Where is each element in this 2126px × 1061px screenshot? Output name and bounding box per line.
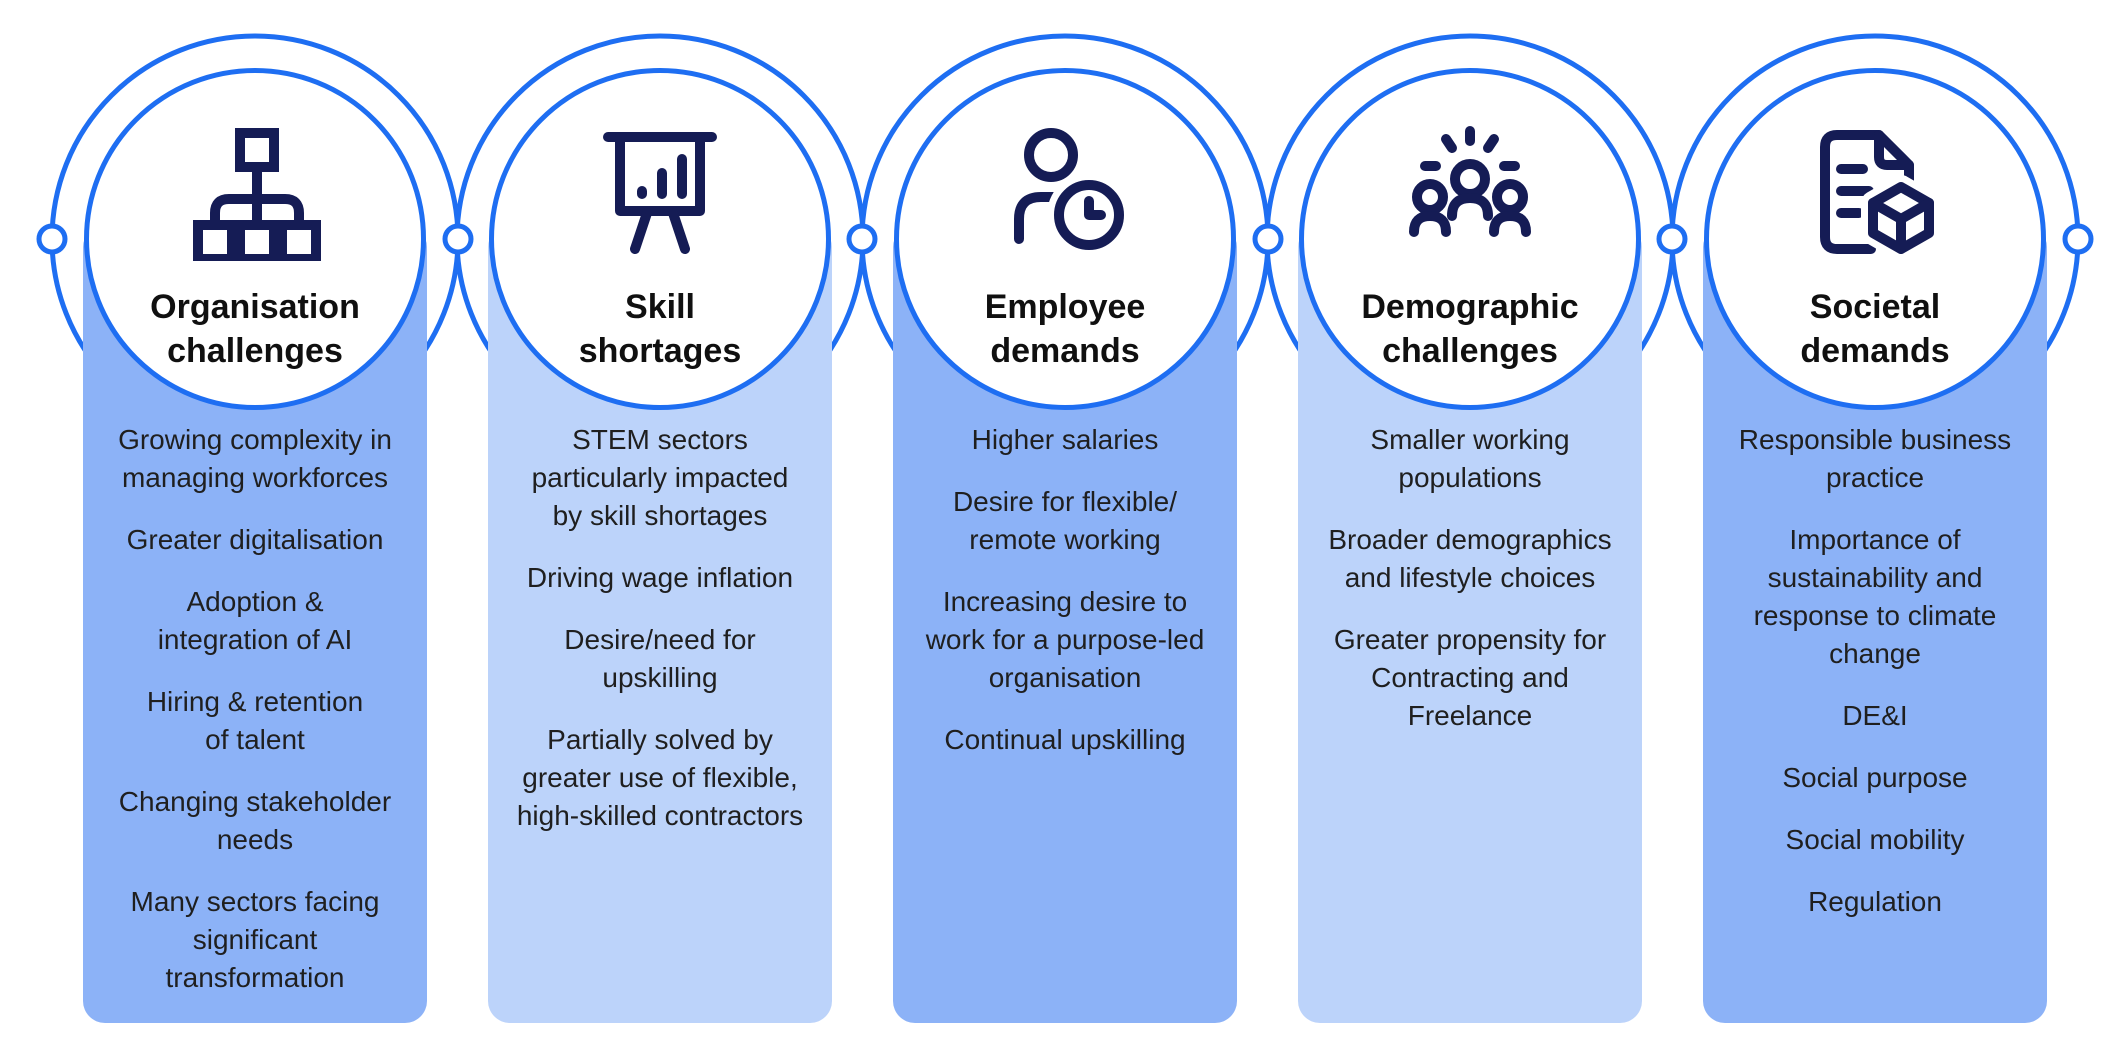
panel-item: DE&I — [1842, 700, 1908, 731]
column-skill-shortages: STEM sectors particularly impacted by sk… — [488, 0, 832, 1061]
panel-item: Driving wage inflation — [526, 562, 794, 593]
title-line: demands — [990, 332, 1140, 370]
panel-item: Higher salaries — [971, 424, 1159, 455]
column-title: Demographic challenges — [1304, 285, 1636, 373]
node-circle — [1656, 223, 1688, 255]
panel-item: Changing stakeholder needs — [118, 786, 392, 855]
node-circle — [1252, 223, 1284, 255]
panel-item: Growing complexity in managing workforce… — [118, 424, 392, 493]
panel-item: Many sectors facing significant transfor… — [130, 886, 380, 993]
column-title: Skill shortages — [494, 285, 826, 373]
people-group-icon — [1304, 121, 1636, 261]
panel-item: Hiring & retention of talent — [146, 686, 364, 755]
org-chart-icon — [89, 121, 421, 261]
node-circle — [36, 223, 68, 255]
node-circle — [442, 223, 474, 255]
panel-item: Adoption & integration of AI — [157, 586, 353, 655]
panel-item: Broader demographics and lifestyle choic… — [1328, 524, 1612, 593]
title-line: Employee — [984, 288, 1146, 326]
title-line: Skill — [625, 288, 695, 326]
panel-item: Regulation — [1808, 886, 1942, 917]
panel-item: Social purpose — [1782, 762, 1968, 793]
panel-item: Desire for flexible/ remote working — [952, 486, 1178, 555]
panel-item: Greater digitalisation — [126, 524, 384, 555]
panel-item: Social mobility — [1785, 824, 1965, 855]
title-line: Demographic — [1361, 288, 1579, 326]
panel-item: Continual upskilling — [944, 724, 1186, 755]
node-circle — [2062, 223, 2094, 255]
panel-item: Desire/need for upskilling — [564, 624, 756, 693]
column-title: Organisation challenges — [89, 285, 421, 373]
circle-badge-societal: Societal demands — [1704, 68, 2046, 410]
panel-item: STEM sectors particularly impacted by sk… — [531, 424, 789, 531]
panel-item: Greater propensity for Contracting and F… — [1333, 624, 1607, 731]
column-title: Societal demands — [1709, 285, 2041, 373]
panel-item: Importance of sustainability and respons… — [1753, 524, 1997, 669]
circle-badge-organisation: Organisation challenges — [84, 68, 426, 410]
title-line: challenges — [1382, 332, 1558, 370]
person-clock-icon — [899, 121, 1231, 261]
title-line: Societal — [1809, 288, 1941, 326]
presentation-chart-icon — [494, 121, 826, 261]
panel-item: Increasing desire to work for a purpose-… — [925, 586, 1205, 693]
title-line: demands — [1800, 332, 1950, 370]
panel-item: Smaller working populations — [1370, 424, 1570, 493]
circle-badge-skill: Skill shortages — [489, 68, 831, 410]
node-circle — [846, 223, 878, 255]
circle-badge-demographic: Demographic challenges — [1299, 68, 1641, 410]
column-organisation-challenges: Growing complexity in managing workforce… — [83, 0, 427, 1061]
panel-item: Responsible business practice — [1738, 424, 2012, 493]
title-line: Organisation — [150, 288, 360, 326]
title-line: challenges — [167, 332, 343, 370]
column-title: Employee demands — [899, 285, 1231, 373]
circle-badge-employee: Employee demands — [894, 68, 1236, 410]
panel-item: Partially solved by greater use of flexi… — [516, 724, 804, 831]
document-cube-icon — [1709, 121, 2041, 261]
title-line: shortages — [578, 332, 742, 370]
